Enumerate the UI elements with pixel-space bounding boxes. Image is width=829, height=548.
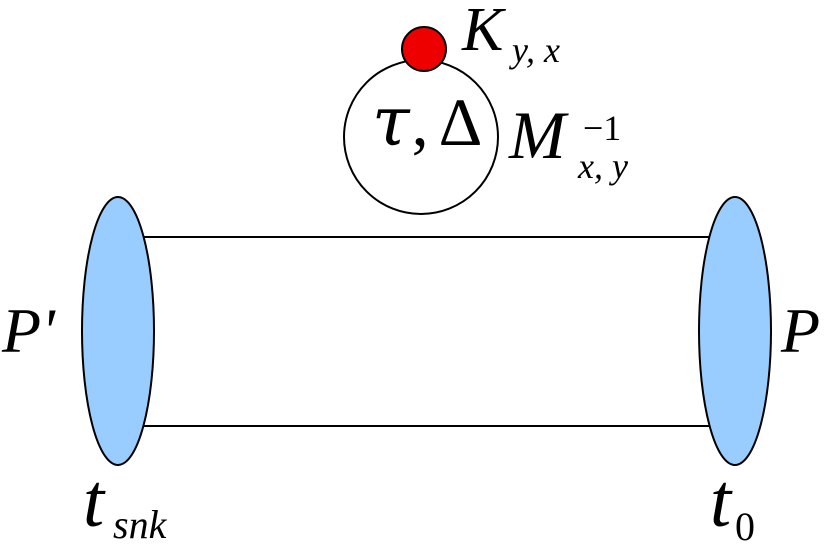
propagator-label: M <box>508 97 569 173</box>
loop-center-label: τ,Δ <box>372 83 482 162</box>
sink-state-label: P' <box>1 295 56 366</box>
vertex-subscript: y, x <box>509 30 560 70</box>
sink-operator-ellipse <box>81 196 155 466</box>
source-time-subscript: 0 <box>735 504 755 548</box>
source-time-label: t <box>710 459 733 543</box>
propagator-subscript: x, y <box>577 146 628 186</box>
propagator-superscript: −1 <box>583 108 621 148</box>
sink-time-label: t <box>83 459 106 543</box>
sink-time-subscript: snk <box>113 502 168 547</box>
vertex-label: K <box>461 0 507 64</box>
source-state-label: P <box>780 295 820 366</box>
operator-vertex-dot <box>401 26 447 72</box>
source-operator-ellipse <box>698 196 772 466</box>
